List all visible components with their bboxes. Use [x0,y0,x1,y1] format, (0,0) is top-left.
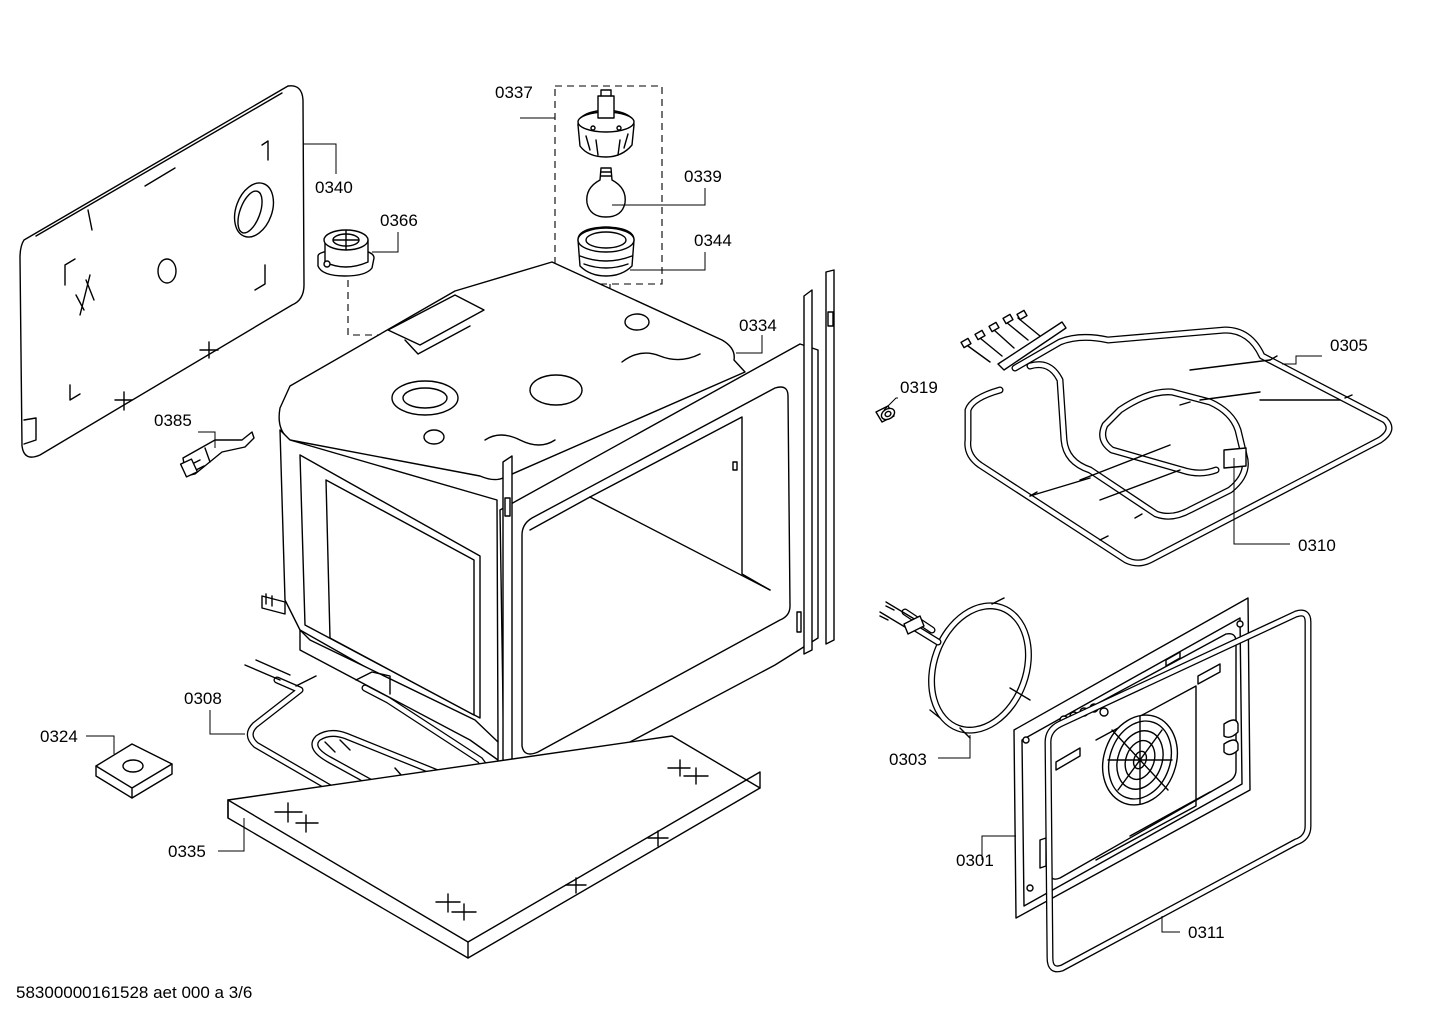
callout-0385: 0385 [154,411,192,430]
callout-0344: 0344 [694,231,732,250]
part-0303-ring-heater [879,597,1032,739]
part-0334-oven-cavity [261,261,835,843]
callout-0305: 0305 [1330,336,1368,355]
callout-0301: 0301 [956,851,994,870]
callout-0311: 0311 [1188,923,1225,942]
callout-0310: 0310 [1298,536,1336,555]
part-0311-door-seal [1044,609,1312,973]
callout-0324: 0324 [40,727,78,746]
callout-0340: 0340 [315,178,353,197]
callout-0337: 0337 [495,83,533,102]
callout-0334: 0334 [739,316,777,335]
callout-0366: 0366 [380,211,418,230]
part-0305-grill-heater [960,309,1393,567]
part-0337-lamp-assembly [554,85,663,285]
part-0324-insulation-pad [95,743,173,799]
callout-0335: 0335 [168,842,206,861]
callout-0319: 0319 [900,378,938,397]
part-0335-bottom-cover [227,735,761,959]
part-0340-rear-panel [19,85,305,458]
callout-labels: 0337 0339 0344 0340 0366 0334 0305 0319 … [40,83,1368,942]
part-0385-bracket [179,431,255,478]
part-0319-bushing [875,405,896,423]
document-footer-code: 58300000161528 aet 000 a 3/6 [16,983,252,1002]
leader-lines [86,117,1322,933]
callout-0339: 0339 [684,167,722,186]
callout-0303: 0303 [889,750,927,769]
callout-0308: 0308 [184,689,222,708]
part-0366-fan-motor [317,229,375,277]
